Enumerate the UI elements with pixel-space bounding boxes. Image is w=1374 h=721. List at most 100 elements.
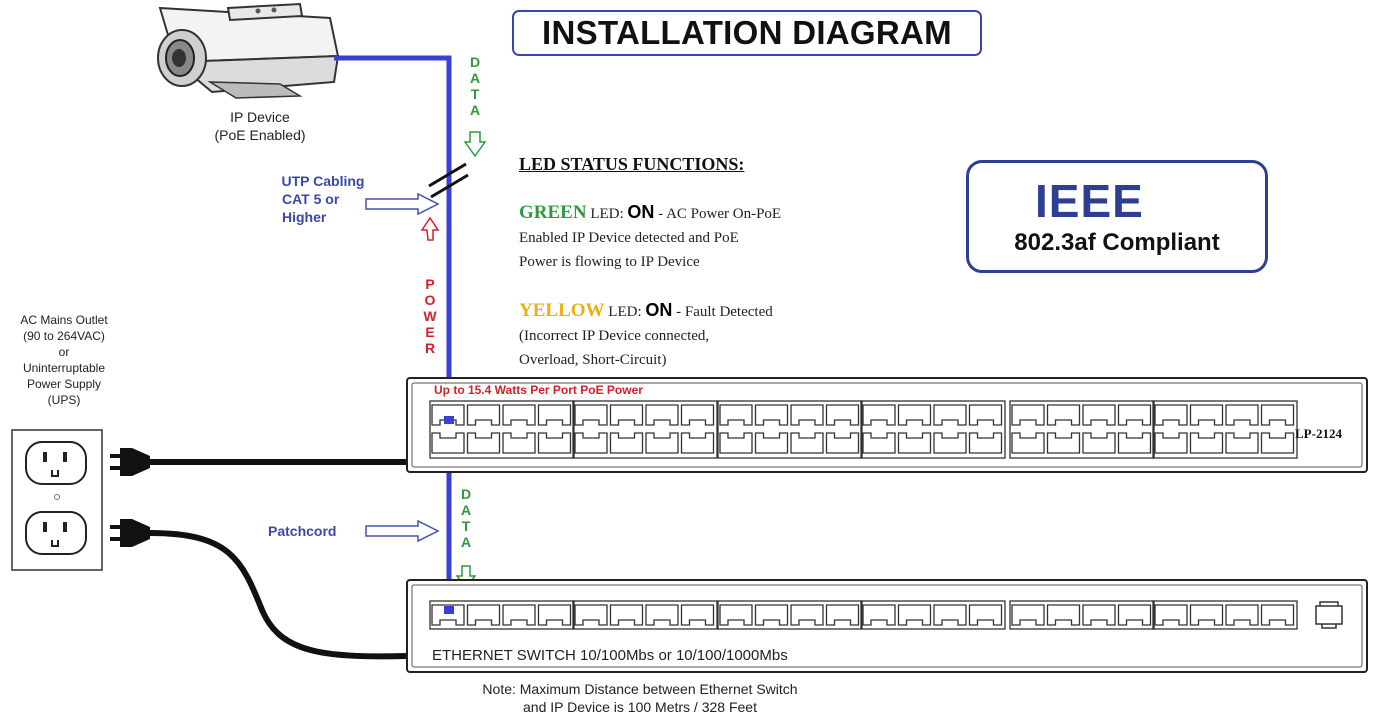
ethernet-port xyxy=(862,604,896,626)
ethernet-port xyxy=(968,604,1003,626)
ethernet-port xyxy=(609,604,644,626)
ethernet-port xyxy=(825,604,860,626)
ip-device-label: IP Device (PoE Enabled) xyxy=(180,108,340,144)
poe-port-bottom xyxy=(1011,432,1045,454)
port-group-frame xyxy=(1009,400,1155,459)
led-status-heading: LED STATUS FUNCTIONS: xyxy=(519,154,745,174)
data-down-arrow-icon xyxy=(463,131,487,158)
poe-port-top xyxy=(1189,404,1224,426)
ethernet-port xyxy=(1260,604,1295,626)
poe-port-bottom xyxy=(609,432,644,454)
ethernet-port xyxy=(1189,604,1224,626)
poe-port-top xyxy=(1225,404,1259,426)
port-group-frame xyxy=(572,400,718,459)
poe-port-bottom xyxy=(1082,432,1116,454)
distance-note: Note: Maximum Distance between Ethernet … xyxy=(482,681,798,715)
port-group-frame xyxy=(717,600,863,630)
poe-port-bottom xyxy=(1260,432,1295,454)
ethernet-port xyxy=(719,604,753,626)
ethernet-port xyxy=(1046,604,1081,626)
ip-device-sub: (PoE Enabled) xyxy=(214,127,306,143)
ip-device-name: IP Device xyxy=(230,109,290,125)
poe-port-bottom xyxy=(1225,432,1259,454)
poe-port-top xyxy=(933,404,967,426)
poe-port-top xyxy=(1117,404,1152,426)
port-group-frame xyxy=(572,600,718,630)
ethernet-port xyxy=(933,604,967,626)
power-up-arrow-icon xyxy=(420,216,440,241)
ieee-word: IEEE xyxy=(1035,175,1144,227)
poe-port-bottom xyxy=(933,432,967,454)
switch-model-label: LP-2124 xyxy=(1295,426,1342,441)
poe-port-top xyxy=(1154,404,1188,426)
port-group-frame xyxy=(860,600,1006,630)
ethernet-port xyxy=(466,604,501,626)
ieee-compliance-text: 802.3af Compliant xyxy=(1014,229,1220,256)
poe-port-top xyxy=(574,404,608,426)
cable-break-icon xyxy=(428,162,469,199)
poe-port-top xyxy=(790,404,824,426)
ethernet-port xyxy=(502,604,536,626)
poe-port-bottom xyxy=(431,432,465,454)
poe-port-top xyxy=(754,404,789,426)
poe-port-top xyxy=(862,404,896,426)
poe-port-top xyxy=(1011,404,1045,426)
ethernet-port xyxy=(1225,604,1259,626)
poe-port-top xyxy=(502,404,536,426)
utp-cabling-label: UTP Cabling CAT 5 or Higher xyxy=(281,173,365,225)
ethernet-port xyxy=(574,604,608,626)
poe-port-top xyxy=(897,404,932,426)
ethernet-switch-label: ETHERNET SWITCH 10/100Mbs or 10/100/1000… xyxy=(432,647,788,664)
poe-port-top xyxy=(680,404,715,426)
ethernet-port xyxy=(645,604,679,626)
port-group-frame xyxy=(429,400,575,459)
poe-port-bottom xyxy=(754,432,789,454)
utp-cable xyxy=(334,55,452,420)
poe-port-bottom xyxy=(1117,432,1152,454)
patchcord-pointer-arrow-icon xyxy=(365,519,440,543)
port-group-frame xyxy=(429,600,575,630)
poe-port-top xyxy=(968,404,1003,426)
ieee-compliance-badge: IEEE 802.3af Compliant xyxy=(966,160,1268,273)
ethernet-port xyxy=(680,604,715,626)
port-group-frame xyxy=(860,400,1006,459)
poe-power-note: Up to 15.4 Watts Per Port PoE Power xyxy=(434,383,643,397)
poe-port-bottom xyxy=(645,432,679,454)
ip-camera-icon xyxy=(157,2,340,99)
ethernet-port xyxy=(754,604,789,626)
ethernet-port xyxy=(537,604,572,626)
poe-port-top xyxy=(466,404,501,426)
poe-port-top xyxy=(825,404,860,426)
ethernet-port xyxy=(1117,604,1152,626)
poe-port-bottom xyxy=(680,432,715,454)
green-led-description: GREEN LED: ON - AC Power On-PoE Enabled … xyxy=(519,202,782,270)
poe-port-top xyxy=(1260,404,1295,426)
poe-port-bottom xyxy=(825,432,860,454)
poe-port-bottom xyxy=(719,432,753,454)
poe-port-bottom xyxy=(862,432,896,454)
ethernet-port xyxy=(1082,604,1116,626)
power-plug-icon xyxy=(110,448,150,476)
poe-port-bottom xyxy=(897,432,932,454)
page-title: INSTALLATION DIAGRAM xyxy=(512,10,982,56)
poe-port-top xyxy=(719,404,753,426)
poe-port-bottom xyxy=(466,432,501,454)
utp-pointer-arrow-icon xyxy=(365,192,440,216)
port-group-frame xyxy=(1009,600,1155,630)
poe-port-top xyxy=(431,404,465,426)
cable-port-plug-bottom xyxy=(444,606,454,614)
poe-port-bottom xyxy=(1154,432,1188,454)
ac-outlet-icon xyxy=(11,429,103,571)
poe-port-bottom xyxy=(537,432,572,454)
port-group-frame xyxy=(1152,400,1298,459)
patchcord-label: Patchcord xyxy=(268,523,337,539)
poe-port-bottom xyxy=(1046,432,1081,454)
power-plug-icon-2 xyxy=(110,519,150,547)
poe-port-bottom xyxy=(574,432,608,454)
power-cord-bottom xyxy=(149,530,408,660)
poe-port-bottom xyxy=(1189,432,1224,454)
ethernet-port xyxy=(431,604,465,626)
port-group-frame xyxy=(1152,600,1298,630)
